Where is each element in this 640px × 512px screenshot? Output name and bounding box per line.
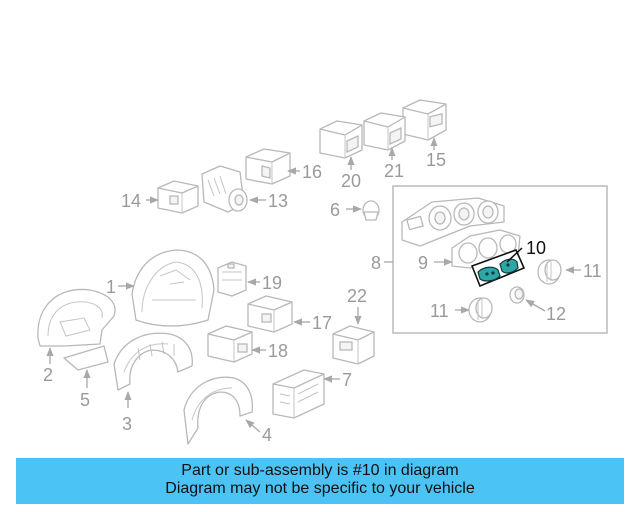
part-19-switch [217,261,247,297]
part-1-cluster-lens [131,249,215,327]
part-3-shroud [113,332,193,391]
part-18-switch [207,325,253,363]
info-banner: Part or sub-assembly is #10 in diagram D… [16,458,624,504]
leader-10 [506,247,523,263]
part-21-switch [363,112,406,151]
part-15-switch [402,99,447,141]
part-16-switch [245,148,291,185]
callout-9: 9 [418,253,428,273]
callout-15: 15 [426,150,446,170]
callout-16: 16 [302,162,322,182]
callout-10: 10 [526,238,546,258]
part-12-small-knob [509,286,525,304]
banner-line-2: Diagram may not be specific to your vehi… [165,480,475,497]
callout-8: 8 [371,253,381,273]
part-11-knob-left [468,297,493,323]
callout-19: 19 [262,273,282,293]
part-2-cowl [37,288,116,347]
callout-7: 7 [342,370,352,390]
part-22-module [332,325,375,365]
callout-5: 5 [80,390,90,410]
callout-21: 21 [384,161,404,181]
callout-12: 12 [546,304,566,324]
callout-17: 17 [312,313,332,333]
part-11-knob-right [537,259,562,285]
part-5-cover [63,345,109,371]
callout-13: 13 [268,191,288,211]
banner-line-1: Part or sub-assembly is #10 in diagram [181,462,459,479]
callout-1: 1 [106,277,116,297]
callout-11b: 11 [430,301,449,321]
callout-11a: 11 [583,261,602,281]
callout-4: 4 [262,425,272,445]
part-17-switch [247,295,293,333]
leader-4 [245,419,261,433]
callout-2: 2 [43,365,53,385]
callout-3: 3 [122,414,132,434]
assembly-frame [392,185,608,334]
cluster-housing [401,197,505,247]
callout-6: 6 [330,200,340,220]
part-7-panel [272,369,325,419]
part-6-bulb [362,200,380,221]
callout-22: 22 [347,286,367,306]
callout-14: 14 [121,191,141,211]
part-20-switch [319,120,363,159]
part-13-light-switch [201,165,248,213]
callout-20: 20 [341,171,361,191]
leader-12 [525,299,546,312]
part-4-trim-arc [183,376,254,445]
callout-18: 18 [268,341,288,361]
part-14-switch [157,180,199,214]
